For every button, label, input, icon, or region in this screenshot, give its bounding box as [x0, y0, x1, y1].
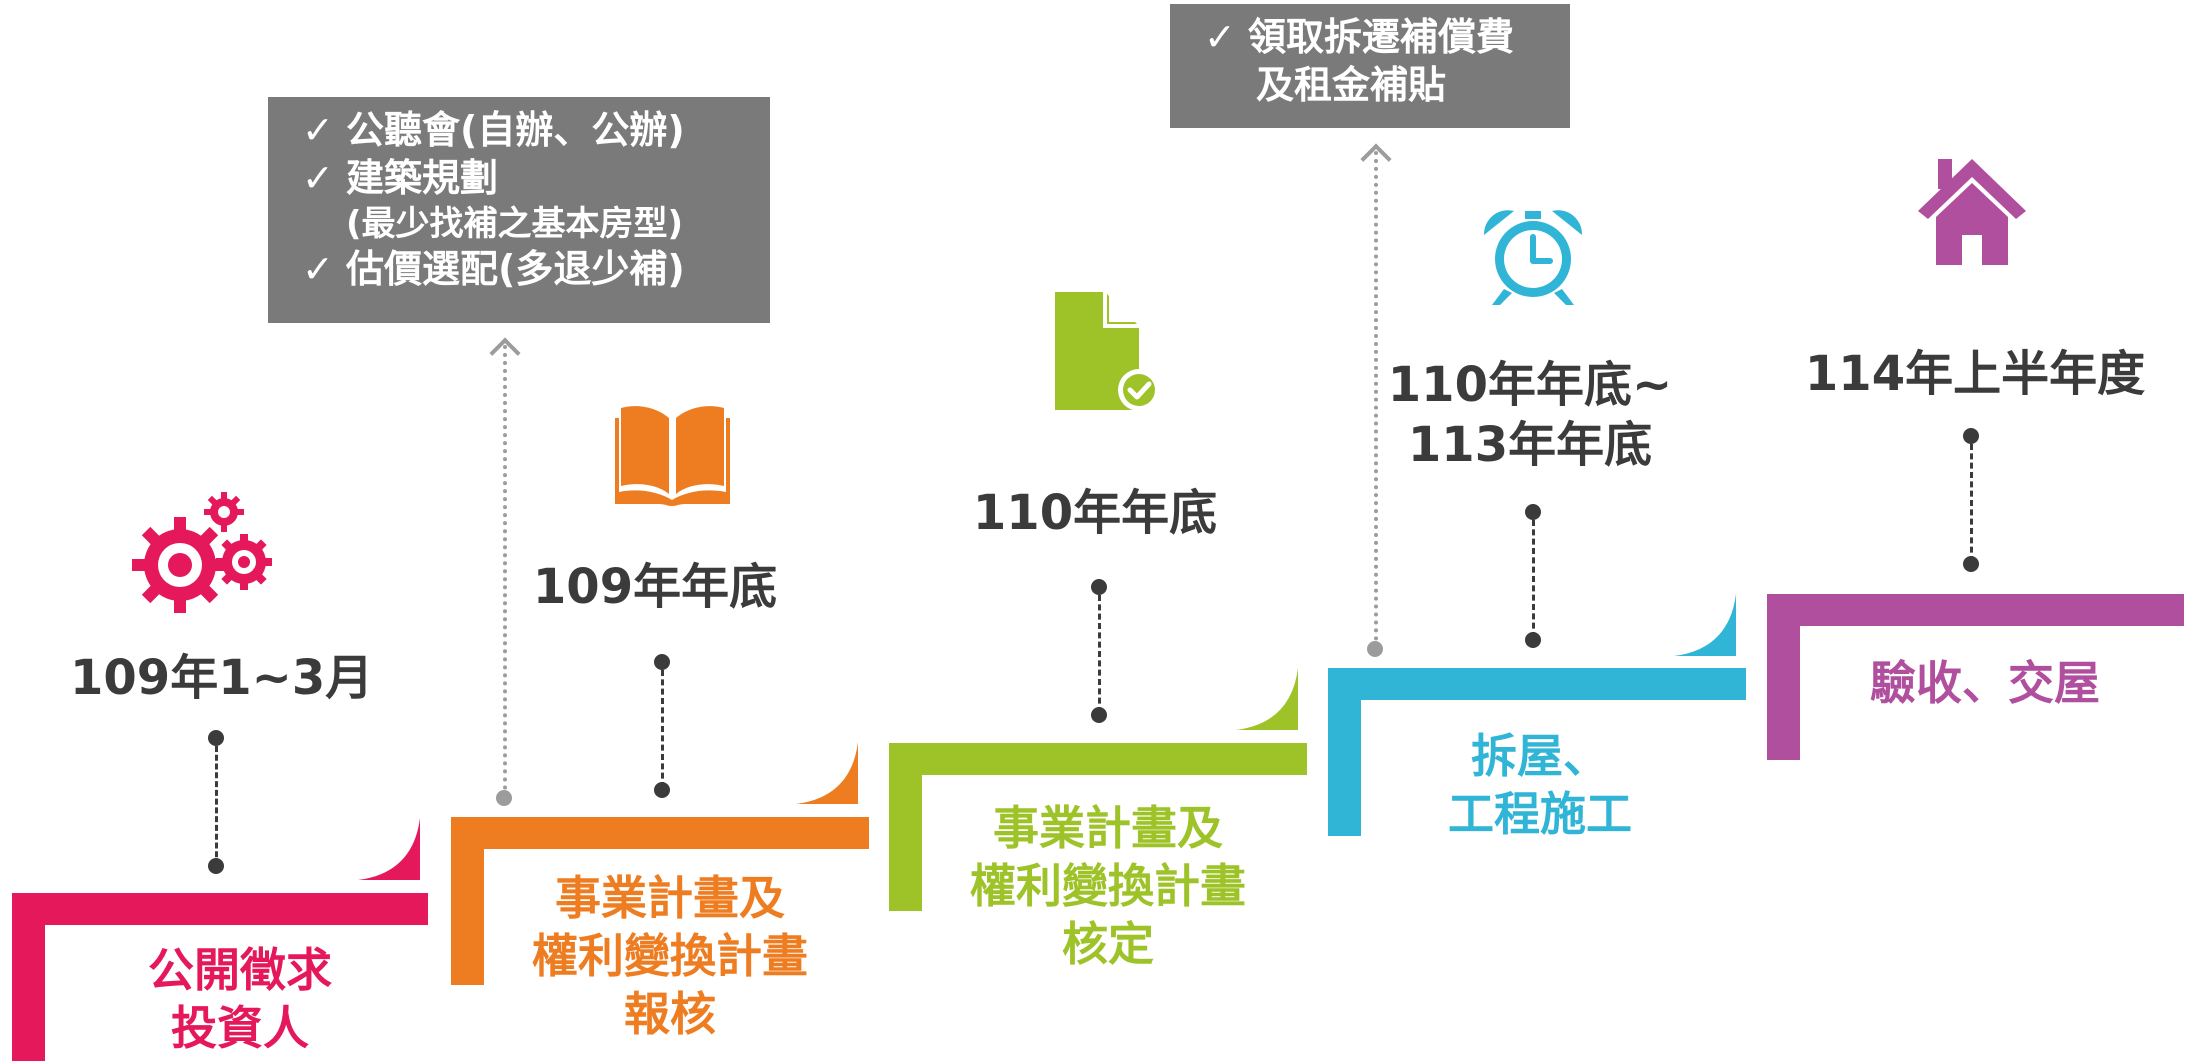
stage-4-note: ✓ 領取拆遷補償費 及租金補貼 — [1170, 4, 1570, 128]
alarm-clock-icon — [1483, 210, 1583, 305]
stage-2-note-item-2: ✓ 建築規劃 — [302, 155, 770, 203]
check-icon: ✓ — [1204, 15, 1236, 59]
check-icon: ✓ — [302, 108, 334, 152]
stage-4-date-line-2: 113年年底 — [1407, 417, 1653, 473]
stage-1-corner — [358, 818, 420, 880]
stage-5-connector-bottom — [1963, 556, 1979, 572]
document-check-icon — [1055, 292, 1160, 411]
stage-1-connector-top — [208, 730, 224, 746]
stage-5-label-line-1: 驗收、交屋 — [1870, 656, 2100, 710]
stage-4-date-line-1: 110年年底~ — [1387, 357, 1673, 413]
check-icon: ✓ — [302, 246, 334, 291]
stage-5-date: 114年上半年度 — [1804, 346, 2146, 402]
stage-2-note-item-2-sub: (最少找補之基本房型) — [302, 203, 770, 246]
stage-2-label-line-3: 報核 — [624, 986, 716, 1041]
stage-4-note-line-1-text: 領取拆遷補償費 — [1248, 15, 1515, 59]
stage-4-date: 110年年底~ 113年年底 — [1380, 355, 1680, 475]
stage-4-label: 拆屋、 工程施工 — [1360, 728, 1720, 844]
stage-1-label: 公開徵求 投資人 — [60, 942, 420, 1058]
stage-4-step-riser — [1328, 668, 1361, 836]
stage-3-label-line-3: 核定 — [1062, 916, 1154, 971]
stage-2-step — [451, 817, 869, 849]
stage-4-label-line-2: 工程施工 — [1448, 786, 1632, 841]
stage-4-note-line-1: ✓ 領取拆遷補償費 — [1204, 14, 1570, 62]
stage-2-note-item-3: ✓ 估價選配(多退少補) — [302, 246, 770, 294]
stage-4-note-connector-dot — [1367, 641, 1383, 657]
stage-4-connector-bottom — [1525, 632, 1541, 648]
stage-1-connector-line — [215, 746, 218, 866]
stage-4-label-line-1: 拆屋、 — [1471, 729, 1609, 783]
stage-4-connector-line — [1532, 520, 1535, 638]
stage-4-note-line-2-text: 及租金補貼 — [1256, 62, 1447, 107]
stage-2-step-riser — [451, 817, 484, 985]
stage-3-step-riser — [889, 743, 922, 911]
stage-3-label-line-1: 事業計畫及 — [993, 801, 1223, 855]
stage-5-connector-top — [1963, 428, 1979, 444]
stage-2-note-item-2-text: 建築規劃 — [346, 155, 499, 200]
stage-2-connector-bottom — [654, 782, 670, 798]
stage-3-step — [889, 743, 1307, 775]
stage-1-connector-bottom — [208, 858, 224, 874]
stage-2-note-item-2-sub-text: (最少找補之基本房型) — [346, 203, 684, 244]
house-icon — [1918, 159, 2026, 265]
stage-1-date: 109年1~3月 — [70, 650, 374, 706]
stage-2-note-connector-dot — [496, 790, 512, 806]
stage-4-connector-top — [1525, 504, 1541, 520]
stage-2-label-line-1: 事業計畫及 — [555, 871, 785, 925]
stage-2-connector-line — [661, 670, 664, 788]
stage-2-label-line-2: 權利變換計畫 — [532, 928, 808, 983]
stage-3-connector-top — [1091, 579, 1107, 595]
stage-2-note-item-1-text: 公聽會(自辦、公辦) — [346, 108, 685, 152]
stage-3-corner — [1236, 668, 1298, 730]
stage-2-corner — [796, 742, 858, 804]
stage-1-step — [12, 893, 428, 925]
stage-1-label-line-1: 公開徵求 — [148, 943, 332, 997]
stage-2-label: 事業計畫及 權利變換計畫 報核 — [490, 870, 850, 1044]
stage-4-note-connector — [1374, 151, 1378, 641]
stage-5-step-riser — [1767, 594, 1800, 760]
gears-icon — [132, 492, 272, 613]
stage-5-step — [1767, 594, 2184, 626]
stage-5-connector-line — [1970, 444, 1973, 562]
stage-2-note: ✓ 公聽會(自辦、公辦) ✓ 建築規劃 (最少找補之基本房型) ✓ 估價選配(多退少補… — [268, 97, 770, 323]
stage-5-label: 驗收、交屋 — [1820, 655, 2150, 713]
check-icon: ✓ — [302, 155, 334, 200]
open-book-icon — [615, 406, 730, 506]
stage-4-step — [1328, 668, 1746, 700]
stage-3-label-line-2: 權利變換計畫 — [970, 858, 1246, 913]
stage-2-note-item-1: ✓ 公聽會(自辦、公辦) — [302, 107, 770, 155]
stage-2-date: 109年年底 — [532, 559, 778, 615]
stage-2-connector-top — [654, 654, 670, 670]
stage-3-connector-line — [1098, 595, 1101, 713]
stage-2-note-item-3-text: 估價選配(多退少補) — [346, 246, 685, 291]
stage-4-note-line-2: 及租金補貼 — [1204, 62, 1570, 110]
stage-4-corner — [1674, 594, 1736, 656]
stage-3-label: 事業計畫及 權利變換計畫 核定 — [928, 800, 1288, 974]
stage-2-note-connector — [503, 345, 507, 790]
stage-1-step-riser — [12, 893, 45, 1061]
stage-1-label-line-2: 投資人 — [171, 1000, 309, 1055]
stage-3-connector-bottom — [1091, 707, 1107, 723]
stage-3-date: 110年年底 — [972, 485, 1218, 541]
